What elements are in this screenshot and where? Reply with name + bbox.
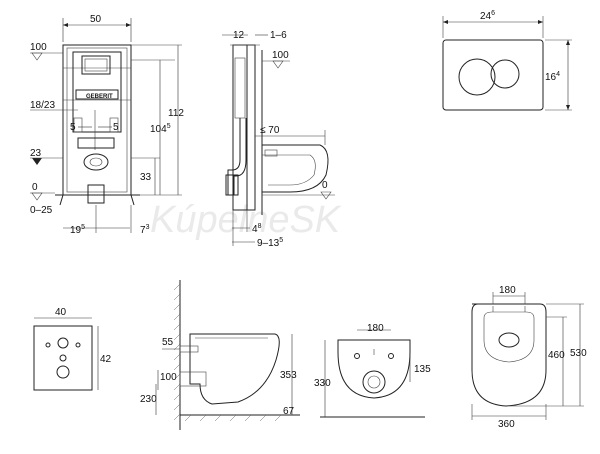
- bowl-top-length: 530: [570, 348, 587, 359]
- frame-side-view: 12 1–6 100 ≤ 70 0 48 9–135: [222, 30, 335, 249]
- bowl-rear-height: 330: [314, 378, 331, 389]
- bowl-top-width: 360: [498, 419, 515, 430]
- bowl-top-view: 180 360 460 530: [471, 285, 587, 430]
- frame-level-100: 100: [30, 42, 47, 53]
- brand-label: GEBERIT: [86, 94, 113, 100]
- frame-level-23: 23: [30, 148, 42, 159]
- wall-plate-width-label: 40: [55, 307, 67, 318]
- bowl-rear-width: 180: [367, 323, 384, 334]
- bowl-dim-230: 230: [140, 394, 157, 405]
- side-reach-70: ≤ 70: [260, 125, 280, 136]
- frame-offset-19: 195: [70, 224, 85, 236]
- bowl-top-width-top: 180: [499, 285, 516, 296]
- frame-height-total: 112: [168, 108, 184, 119]
- bowl-dim-67: 67: [283, 406, 295, 417]
- frame-range-18-23: 18/23: [30, 100, 55, 111]
- wall-plate-view: 40 42: [33, 307, 112, 391]
- frame-offset-7: 73: [140, 224, 150, 236]
- bowl-dim-100: 100: [160, 372, 177, 383]
- flush-plate-view: 246 164: [442, 10, 572, 111]
- side-dim-12: 12: [233, 30, 245, 41]
- plate-height-label: 164: [545, 71, 560, 83]
- bowl-dim-55: 55: [162, 337, 174, 348]
- frame-width-label: 50: [90, 14, 102, 25]
- side-dim-9-13: 9–135: [257, 237, 283, 249]
- frame-height-mid: 1045: [150, 123, 171, 135]
- side-dim-1-6: 1–6: [270, 30, 287, 41]
- bowl-side-view: 55 100 230 353 67: [140, 280, 300, 430]
- frame-spacing-5b: 5: [113, 122, 119, 133]
- bowl-rear-offset: 135: [414, 364, 431, 375]
- plate-width-label: 246: [480, 10, 495, 22]
- side-level-100: 100: [272, 50, 289, 61]
- frame-level-0: 0: [32, 182, 38, 193]
- frame-height-33: 33: [140, 172, 152, 183]
- bowl-dim-353: 353: [280, 370, 297, 381]
- frame-spacing-5a: 5: [70, 122, 76, 133]
- watermark-text: KúpelneSK: [150, 199, 342, 241]
- bowl-top-depth: 460: [548, 350, 565, 361]
- frame-level-0-25: 0–25: [30, 205, 53, 216]
- side-dim-4: 48: [252, 223, 262, 235]
- frame-front-view: 50 GEBERIT 100 18/23 23 0: [30, 14, 184, 236]
- side-level-0: 0: [322, 180, 328, 191]
- bowl-rear-view: 180 330 135: [314, 323, 431, 418]
- wall-plate-height-label: 42: [100, 354, 112, 365]
